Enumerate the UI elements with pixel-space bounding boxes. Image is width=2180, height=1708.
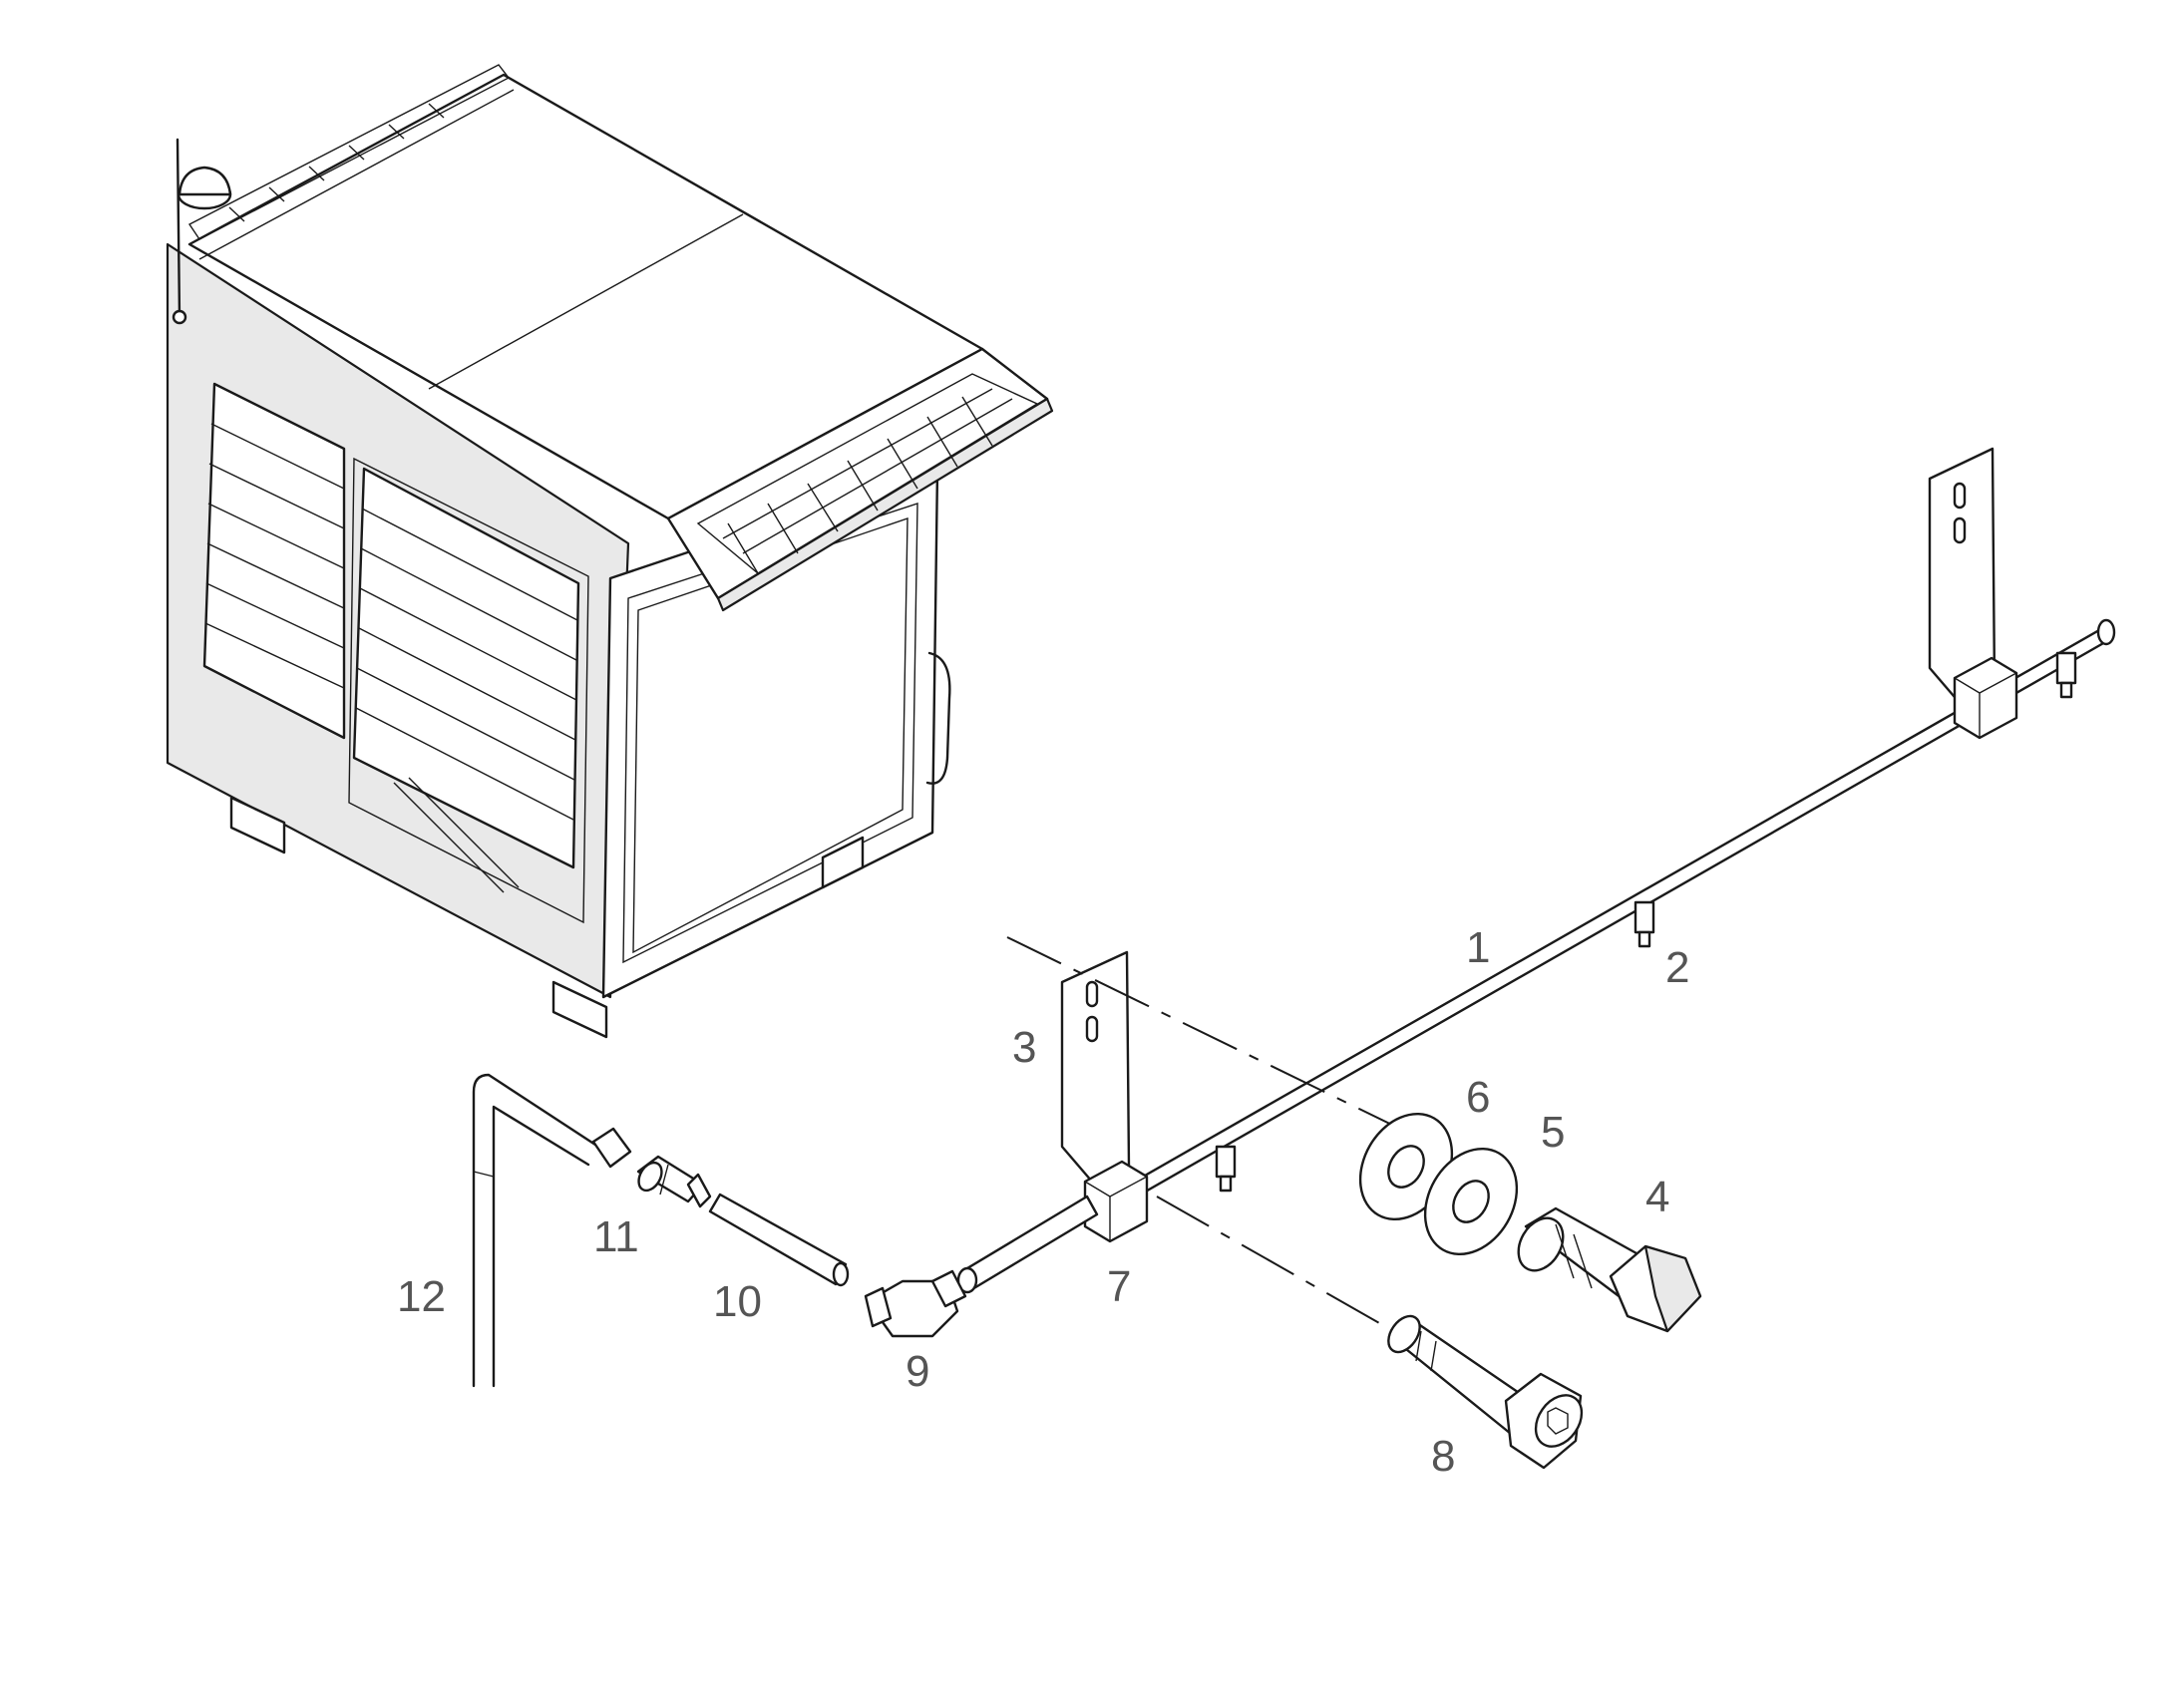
- callout-8: 8: [1431, 1432, 1455, 1481]
- part-8-cap-screw[interactable]: [1382, 1310, 1592, 1470]
- part-3-bracket[interactable]: [1060, 447, 1997, 1184]
- callout-10: 10: [713, 1277, 762, 1326]
- left-window-louvers: [202, 382, 346, 740]
- door-window-louvers: [352, 467, 580, 869]
- beacon-light-icon: [172, 138, 232, 325]
- roof-vent-slats: [696, 373, 1039, 574]
- callout-6: 6: [1466, 1073, 1490, 1122]
- part-7-clamp-block[interactable]: [1083, 656, 2018, 1243]
- callout-11: 11: [593, 1212, 639, 1261]
- callout-1: 1: [1466, 923, 1490, 972]
- cab-enclosure: [166, 64, 1054, 1039]
- callout-7: 7: [1107, 1262, 1131, 1311]
- part-5-washer[interactable]: [1407, 1133, 1536, 1271]
- callout-4: 4: [1645, 1173, 1669, 1221]
- callouts: 1 2 3 4 5 6 7 8 9 10 11 12: [397, 923, 1689, 1481]
- part-2-fitting[interactable]: [1215, 651, 2077, 1193]
- part-11-adapter[interactable]: [634, 1155, 712, 1208]
- part-10-tube[interactable]: [708, 1193, 850, 1287]
- callout-3: 3: [1012, 1023, 1036, 1072]
- part-4-hex-bolt[interactable]: [1510, 1206, 1702, 1333]
- callout-5: 5: [1541, 1108, 1565, 1157]
- part-9-elbow-fitting[interactable]: [864, 1269, 967, 1338]
- callout-12: 12: [397, 1272, 446, 1321]
- callout-2: 2: [1665, 943, 1689, 992]
- part-12-bent-pipe[interactable]: [472, 1073, 632, 1388]
- callout-9: 9: [906, 1347, 929, 1396]
